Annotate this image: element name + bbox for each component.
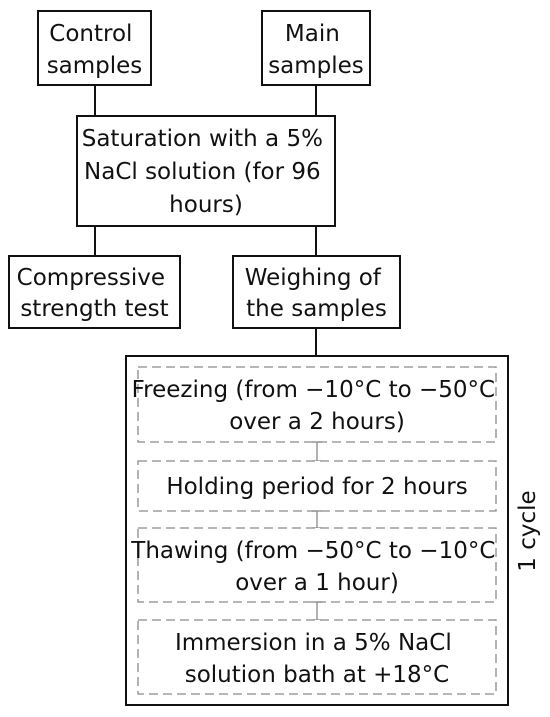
holding-box: [137, 460, 497, 512]
compressive-strength-test-box: [8, 255, 181, 329]
thawing-box: [137, 527, 497, 603]
saturation-box: [76, 115, 336, 227]
freezing-label: Freezing (from −10°C to −50°C over a 2 h…: [132, 377, 503, 435]
control-samples-label: Control samples: [47, 21, 143, 79]
compressive-strength-test-label: Compressive strength test: [17, 265, 173, 322]
control-samples-box: [37, 10, 152, 86]
thawing-label: Thawing (from −50°C to −10°C over a 1 ho…: [130, 538, 502, 596]
holding-label: Holding period for 2 hours: [166, 474, 467, 500]
main-samples-box: [261, 10, 371, 86]
saturation-label: Saturation with a 5% NaCl solution (for …: [82, 126, 331, 218]
weighing-box: [232, 255, 401, 329]
freezing-box: [137, 366, 497, 443]
cycle-label: 1 cycle: [515, 490, 541, 571]
immersion-label: Immersion in a 5% NaCl solution bath at …: [175, 630, 459, 688]
weighing-label: Weighing of the samples: [245, 265, 388, 322]
immersion-box: [137, 619, 497, 695]
main-samples-label: Main samples: [268, 21, 364, 79]
